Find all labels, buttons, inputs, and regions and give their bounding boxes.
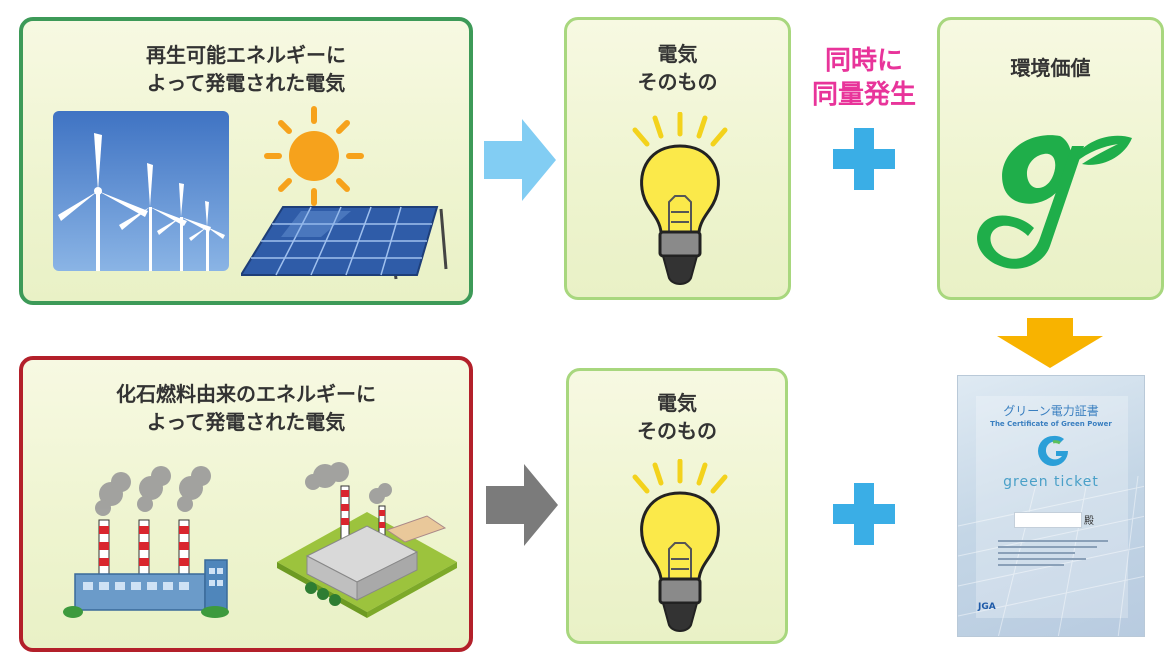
certificate-recipient-field <box>1014 512 1082 528</box>
renewable-title-line1: 再生可能エネルギーに <box>23 41 469 69</box>
electricity-line1-bottom: 電気 <box>569 389 785 417</box>
plus-icon <box>833 483 895 545</box>
plus-icon <box>833 128 895 190</box>
green-ticket-logo-icon <box>1036 434 1070 468</box>
solar-panel-icon <box>241 199 451 289</box>
power-plant-icon <box>59 464 239 624</box>
arrow-down-icon <box>997 318 1103 368</box>
green-power-certificate: グリーン電力証書 The Certificate of Green Power … <box>957 375 1145 637</box>
electricity-line2-top: そのもの <box>567 68 788 96</box>
renewable-source-box: 再生可能エネルギーに よって発電された電気 <box>19 17 473 305</box>
arrow-right-icon <box>484 115 558 205</box>
fossil-title-line1: 化石燃料由来のエネルギーに <box>23 380 469 408</box>
light-bulb-icon <box>625 459 735 634</box>
simultaneous-label-line1: 同時に <box>800 44 928 78</box>
certificate-title-jp: グリーン電力証書 <box>958 402 1144 419</box>
environmental-value-box: 環境価値 <box>937 17 1164 300</box>
fossil-title-line2: よって発電された電気 <box>23 408 469 436</box>
certificate-body-lines <box>998 536 1108 596</box>
electricity-line1-top: 電気 <box>567 40 788 68</box>
light-bulb-icon <box>625 112 735 287</box>
certificate-title-en: The Certificate of Green Power <box>958 420 1144 428</box>
certificate-footer-logo: JGA <box>978 602 996 612</box>
wind-turbine-icon <box>53 111 229 271</box>
certificate-recipient-suffix: 殿 <box>1084 512 1094 527</box>
electricity-box-top: 電気 そのもの <box>564 17 791 300</box>
certificate-brand: green ticket <box>958 474 1144 490</box>
sun-icon <box>259 101 369 211</box>
fossil-source-box: 化石燃料由来のエネルギーに よって発電された電気 <box>19 356 473 652</box>
electricity-line2-bottom: そのもの <box>569 417 785 445</box>
renewable-title-line2: よって発電された電気 <box>23 69 469 97</box>
electricity-box-bottom: 電気 そのもの <box>566 368 788 644</box>
simultaneous-label-line2: 同量発生 <box>800 78 928 112</box>
environmental-value-title: 環境価値 <box>940 54 1161 82</box>
factory-icon <box>267 460 467 620</box>
green-g-logo-icon <box>964 118 1144 278</box>
arrow-right-icon <box>486 460 560 550</box>
